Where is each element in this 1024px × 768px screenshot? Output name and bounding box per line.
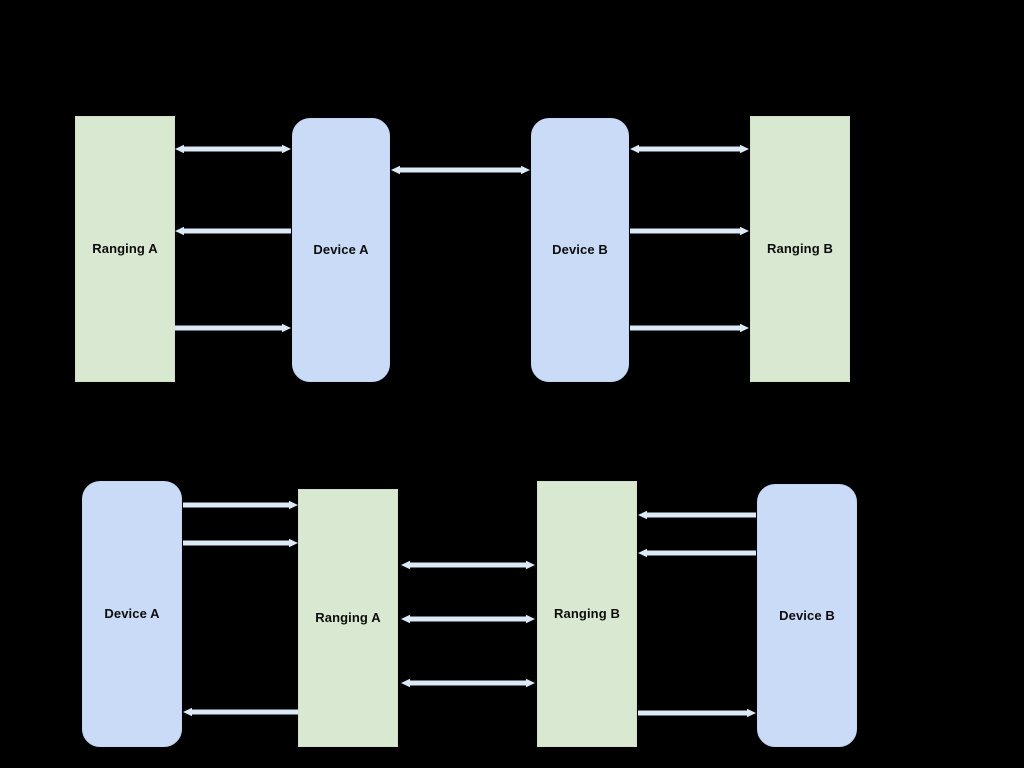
- edge-ranging-a-device-a-1[interactable]: [161, 139, 305, 159]
- edge-device-b-ranging-b-1[interactable]: [624, 505, 770, 525]
- edge-device-b-ranging-b-2[interactable]: [616, 221, 763, 241]
- edge-device-a-ranging-a-2[interactable]: [161, 221, 305, 241]
- edge-ranging-a-ranging-b-1[interactable]: [387, 555, 549, 575]
- node-top-ranging-b[interactable]: Ranging B: [750, 116, 850, 382]
- node-bot-device-b[interactable]: Device B: [757, 484, 857, 747]
- edge-ranging-a-device-a-3[interactable]: [159, 318, 305, 338]
- edge-device-b-ranging-b-3[interactable]: [616, 318, 763, 338]
- edge-ranging-a-device-a-3[interactable]: [169, 702, 312, 722]
- node-label-top-device-a: Device A: [313, 242, 369, 258]
- node-label-top-device-b: Device B: [552, 242, 608, 258]
- edge-device-b-ranging-b-2[interactable]: [624, 543, 770, 563]
- node-top-device-b[interactable]: Device B: [531, 118, 629, 382]
- node-label-top-ranging-b: Ranging B: [767, 241, 833, 257]
- edge-device-a-ranging-a-1[interactable]: [169, 495, 312, 515]
- edge-ranging-b-device-b-3[interactable]: [624, 703, 770, 723]
- node-label-top-ranging-a: Ranging A: [92, 241, 158, 257]
- node-label-bot-ranging-b: Ranging B: [554, 606, 620, 622]
- node-top-ranging-a[interactable]: Ranging A: [75, 116, 175, 382]
- node-label-bot-ranging-a: Ranging A: [315, 610, 381, 626]
- node-bot-ranging-a[interactable]: Ranging A: [298, 489, 398, 747]
- node-label-bot-device-b: Device B: [779, 607, 835, 623]
- node-bot-device-a[interactable]: Device A: [82, 481, 182, 747]
- edge-ranging-a-ranging-b-2[interactable]: [387, 609, 549, 629]
- edge-ranging-a-ranging-b-3[interactable]: [387, 673, 549, 693]
- node-top-device-a[interactable]: Device A: [292, 118, 390, 382]
- edge-device-a-ranging-a-2[interactable]: [169, 533, 312, 553]
- node-label-bot-device-a: Device A: [104, 606, 160, 622]
- node-bot-ranging-b[interactable]: Ranging B: [537, 481, 637, 747]
- edge-device-a-device-b[interactable]: [377, 160, 544, 180]
- edge-device-b-ranging-b-1[interactable]: [616, 139, 763, 159]
